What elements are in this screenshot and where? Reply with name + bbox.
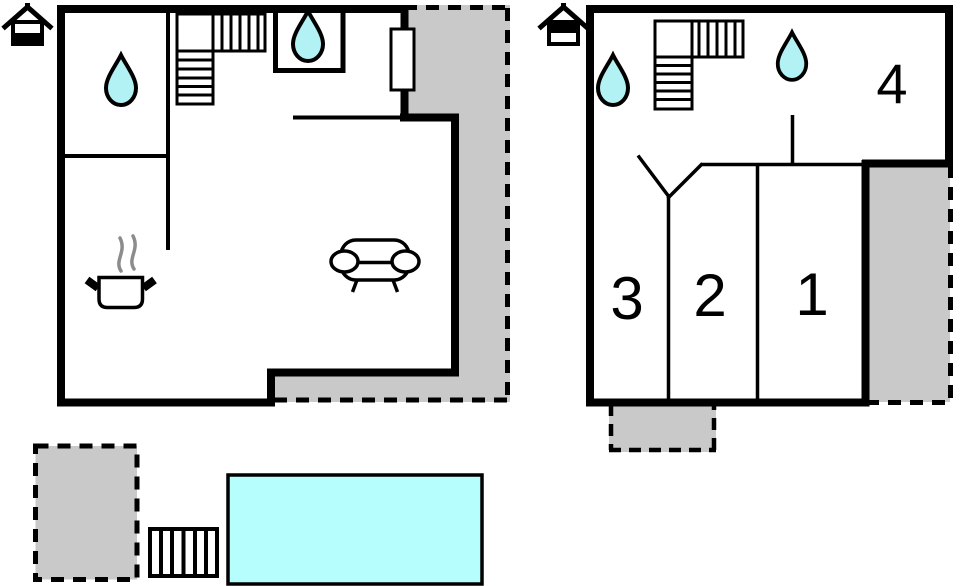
water-drop-icon — [104, 53, 138, 107]
ground-floor-outer-walls — [57, 5, 459, 407]
ground-floor-plan — [57, 5, 510, 407]
staircase-icon — [653, 19, 745, 111]
upper-floor-terrace — [865, 163, 950, 402]
water-drop-icon — [596, 53, 630, 107]
upper-floor-plan — [586, 5, 953, 453]
ground-floor-level-icon — [1, 3, 54, 46]
patio-area — [33, 443, 140, 582]
water-drop-icon — [775, 30, 809, 82]
water-drop-icon — [291, 9, 325, 63]
upper-floor-interior-walls — [636, 115, 866, 402]
upper-floor-level-icon — [537, 3, 590, 46]
room-label-4: 4 — [876, 52, 908, 115]
ground-floor-terrace — [267, 5, 510, 402]
bathroom-walls — [273, 8, 346, 73]
entrance-door-icon — [389, 27, 416, 92]
room-label-2: 2 — [693, 262, 727, 329]
room-label-3: 3 — [610, 265, 644, 332]
pool-steps-icon — [148, 527, 219, 578]
porch-area — [609, 402, 716, 452]
outdoor-pool-area — [33, 443, 484, 586]
upper-floor-outer-walls — [586, 5, 953, 407]
porch-dashed-edge — [608, 404, 717, 453]
staircase-icon — [175, 12, 267, 106]
ground-floor-interior-walls — [57, 5, 404, 250]
sofa-icon — [329, 238, 421, 293]
swimming-pool — [226, 473, 484, 586]
room-label-1: 1 — [795, 261, 829, 328]
cooking-pot-icon — [84, 234, 157, 310]
